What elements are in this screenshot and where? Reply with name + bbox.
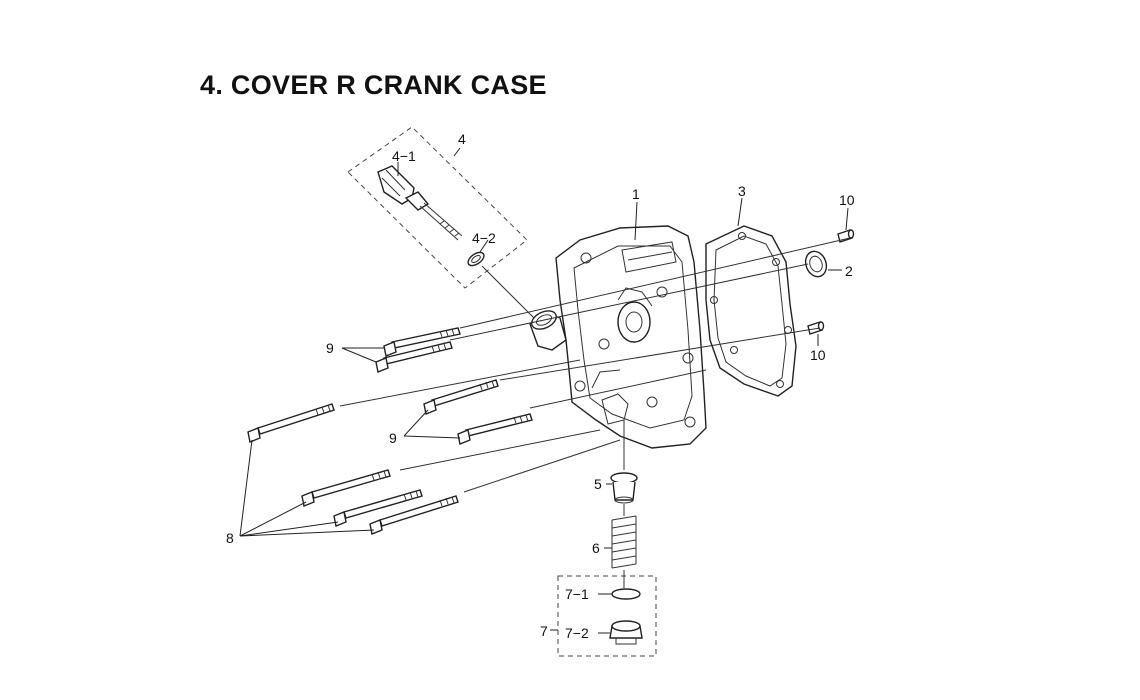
oil-strainer <box>606 472 638 504</box>
dipstick-group-dashed-box <box>347 126 528 289</box>
callout-4-2: 4−2 <box>472 230 496 246</box>
callout-2: 2 <box>845 263 853 279</box>
oil-seal <box>804 250 842 278</box>
callout-7-2: 7−2 <box>565 625 589 641</box>
bolt-9-lower-b <box>457 413 533 445</box>
callout-7-1: 7−1 <box>565 586 589 602</box>
callout-9-upper-leaders <box>341 347 384 363</box>
right-crankcase-cover <box>529 225 707 449</box>
bolt-9-upper-a <box>383 327 461 357</box>
drain-plug-dashed-box <box>557 575 657 657</box>
cover-gasket <box>705 225 797 397</box>
drain-plug <box>609 620 643 645</box>
callout-5: 5 <box>594 476 602 492</box>
page-title: 4. COVER R CRANK CASE <box>200 70 547 100</box>
bolt-8-b <box>301 469 391 507</box>
callout-4-1: 4−1 <box>392 148 416 164</box>
bolt-9-lower-a <box>423 379 499 415</box>
callout-9-lower-leaders <box>403 409 461 439</box>
callout-1-leader <box>634 201 638 241</box>
callout-10-top: 10 <box>839 192 855 208</box>
dipstick-assembly-group <box>347 126 535 319</box>
callout-9-upper: 9 <box>326 340 334 356</box>
bolt-8-a <box>247 403 335 443</box>
callout-3: 3 <box>738 183 746 199</box>
callout-8-leaders <box>239 439 375 537</box>
dowel-pin-bottom <box>807 321 825 346</box>
oil-filler-cap <box>377 165 463 241</box>
dipstick-o-ring <box>467 251 485 267</box>
callout-3-leader <box>737 197 743 227</box>
callout-1: 1 <box>632 186 640 202</box>
assembly-alignment-lines <box>339 237 851 493</box>
callout-4: 4 <box>458 131 466 147</box>
dowel-pin-top <box>837 207 855 243</box>
drain-plug-o-ring <box>611 588 641 600</box>
callout-6: 6 <box>592 540 600 556</box>
drain-plug-group <box>550 575 657 657</box>
callout-10-bottom: 10 <box>810 347 826 363</box>
strainer-spring <box>604 504 637 588</box>
callout-7: 7 <box>540 623 548 639</box>
bolt-9-upper-b <box>375 341 453 373</box>
callout-8: 8 <box>226 530 234 546</box>
bolt-8-d <box>369 495 459 535</box>
callout-9-lower: 9 <box>389 430 397 446</box>
